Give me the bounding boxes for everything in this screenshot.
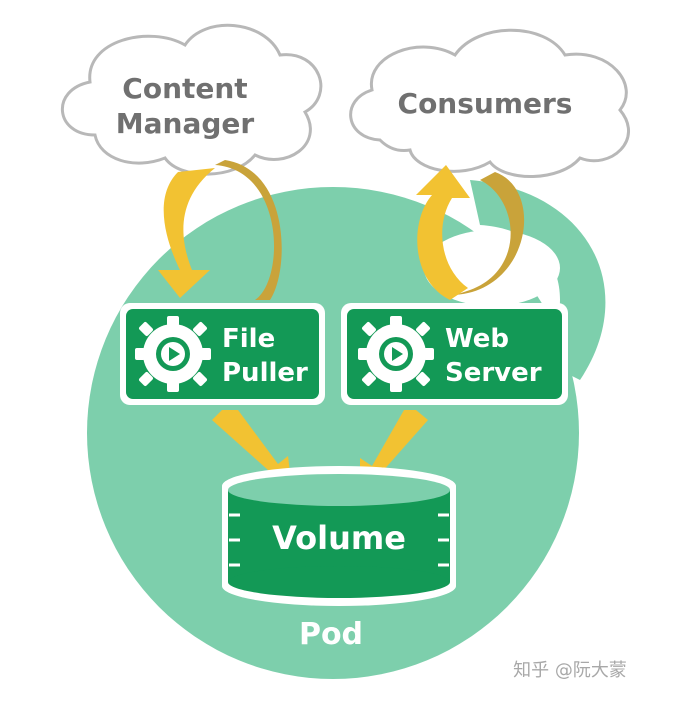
gear-play-icon [358,316,434,392]
web-server-container: Web Server [341,303,568,405]
consumers-cloud: Consumers [349,28,630,178]
volume-cylinder: Volume [222,466,456,606]
serve-arrow [416,165,525,300]
web-server-label-line2: Server [445,358,542,388]
pod-loop-ring [470,180,606,380]
gear-play-icon [135,316,211,392]
volume-label: Volume [272,519,406,557]
consumers-label: Consumers [398,87,573,120]
watermark-text: 知乎 @阮大蒙 [513,660,627,681]
web-server-label-line1: Web [445,324,509,354]
file-puller-label-line2: Puller [222,358,308,388]
pod-label: Pod [299,617,363,652]
content-manager-label-line1: Content [122,72,247,105]
file-puller-container: File Puller [120,303,325,405]
content-manager-cloud: Content Manager [61,23,323,176]
file-puller-label-line1: File [222,324,275,354]
write-arrow [212,410,292,488]
download-arrow [158,160,282,300]
content-manager-label-line2: Manager [116,107,255,140]
